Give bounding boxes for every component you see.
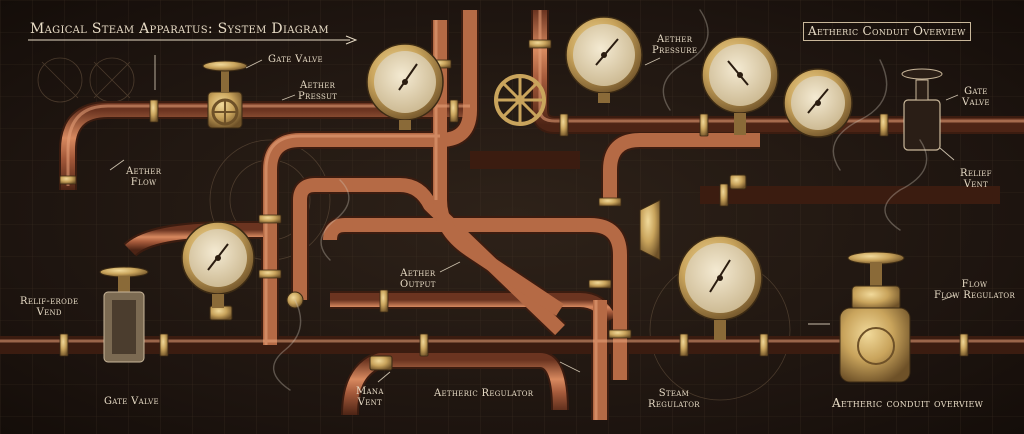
flow-regulator-valve <box>839 251 911 383</box>
gauge-6 <box>677 235 763 340</box>
label-aether-pressure: Aether Pressure <box>652 34 697 56</box>
gate-valve-right <box>901 68 943 151</box>
label-aether-output-line1: Aether <box>400 268 436 279</box>
label-mana-vent: Mana Vent <box>356 386 384 408</box>
label-gate-valve-right: Gate Valve <box>962 86 990 108</box>
label-relief-erode: Relif-erode Vend <box>20 296 78 318</box>
label-flow-regulator-line2: Flow Regulator <box>934 290 1016 301</box>
label-aether-output: Aether Output <box>400 268 436 290</box>
label-gate-valve-right-line1: Gate <box>964 86 988 97</box>
label-aether-pressut-line2: Pressut <box>298 91 338 102</box>
label-aether-pressure-line2: Pressure <box>652 45 698 56</box>
gate-valve-left <box>99 266 149 363</box>
label-aether-output-line2: Output <box>400 279 436 290</box>
label-steam-regulator-line2: Regulator <box>648 399 700 410</box>
label-aetheric-regulator: Aetheric Regulator <box>434 388 534 399</box>
label-relief-erode-line1: Relif-erode <box>20 296 79 307</box>
overview-top: Aetheric Conduit Overview <box>803 22 971 42</box>
handwheel-center <box>494 74 546 126</box>
gauge-1 <box>366 43 444 130</box>
label-mana-vent-line1: Mana <box>356 386 384 397</box>
label-aether-flow-line1: Aether <box>126 166 162 177</box>
label-relief-vent-line2: Vent <box>963 179 989 190</box>
label-relief-vent: Relief Vent <box>960 168 992 190</box>
diagram-title: Magical Steam Apparatus: System Diagram <box>30 21 329 37</box>
label-flow-regulator-line1: Flow <box>961 279 988 290</box>
gauge-5 <box>181 221 255 308</box>
overview-bottom: Aetheric conduit overview <box>832 396 984 410</box>
pressure-gauges <box>181 16 853 340</box>
label-flow-regulator: Flow Flow Regulator <box>934 279 1015 301</box>
label-aether-flow: Aether Flow <box>126 166 161 188</box>
label-relief-erode-line2: Vend <box>36 307 62 318</box>
label-steam-regulator: Steam Regulator <box>648 388 700 410</box>
gauge-2 <box>565 16 643 103</box>
label-aether-pressut-line1: Aether <box>299 80 336 91</box>
label-relief-vent-line1: Relief <box>960 168 992 179</box>
label-gate-valve-right-line2: Valve <box>962 97 990 108</box>
gate-valve-top <box>202 60 248 129</box>
gauge-4 <box>783 68 853 138</box>
label-aether-pressut: Aether Pressut <box>298 80 337 102</box>
label-steam-regulator-line1: Steam <box>658 388 690 399</box>
label-gate-valve-top: Gate Valve <box>268 54 323 65</box>
label-mana-vent-line2: Vent <box>357 397 382 408</box>
label-gate-valve-bottom: Gate Valve <box>104 396 159 407</box>
gauge-3 <box>701 36 779 135</box>
label-aether-flow-line2: Flow <box>130 177 157 188</box>
label-aether-pressure-line1: Aether <box>656 34 693 45</box>
